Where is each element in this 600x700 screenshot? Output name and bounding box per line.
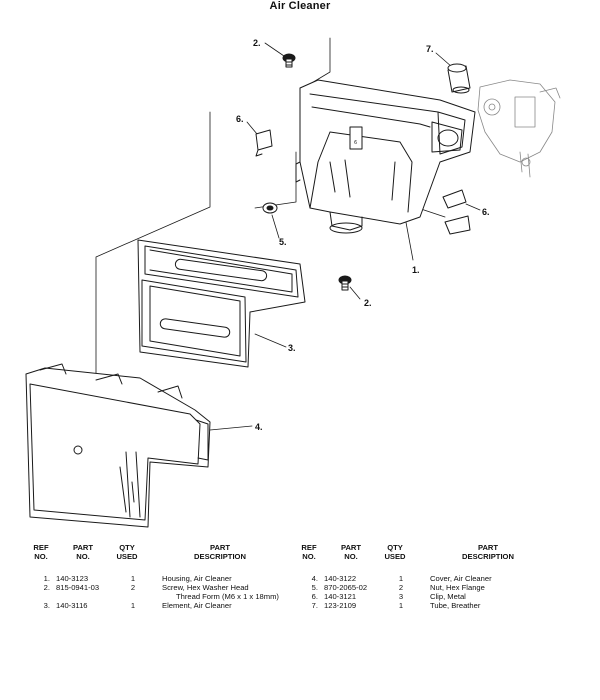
part-description: Element, Air Cleaner	[162, 601, 232, 610]
qty-used: 3	[398, 592, 404, 601]
part-description: Housing, Air Cleaner	[162, 574, 232, 583]
header-ref: REF	[301, 543, 317, 552]
table-row: 6. 140-3121 3 Clip, Metal	[296, 592, 566, 601]
header-desc: PART	[477, 543, 499, 552]
metal-clip-right	[442, 189, 471, 235]
svg-text:6: 6	[354, 140, 357, 146]
table-row: 3. 140-3116 1 Element, Air Cleaner	[28, 601, 298, 610]
qty-used: 1	[130, 601, 136, 610]
part-no: 140-3123	[56, 574, 89, 583]
table-row: 7. 123-2109 1 Tube, Breather	[296, 601, 566, 610]
table-row: Thread Form (M6 x 1 x 18mm)	[28, 592, 298, 601]
callout-5: 5.	[279, 237, 287, 247]
header-qty: QTY	[119, 543, 135, 552]
table-row: 2. 815-0941-03 2 Screw, Hex Washer Head	[28, 583, 298, 592]
breather-tube	[447, 63, 471, 94]
callout-2-top: 2.	[253, 38, 261, 48]
qty-used: 2	[130, 583, 136, 592]
ref-no: 7.	[311, 601, 318, 610]
table-row: 5. 870-2065-02 2 Nut, Hex Flange	[296, 583, 566, 592]
part-no: 123-2109	[324, 601, 357, 610]
part-no: 140-3116	[56, 601, 88, 610]
ref-no: 3.	[43, 601, 50, 610]
part-description: Tube, Breather	[430, 601, 481, 610]
air-cleaner-housing: 6	[295, 79, 476, 234]
air-cleaner-cover	[25, 363, 211, 528]
header-desc: PART	[209, 543, 231, 552]
header-desc-description: DESCRIPTION	[462, 552, 514, 561]
hex-nut	[262, 202, 278, 214]
callout-1: 1.	[412, 265, 420, 275]
part-description: Clip, Metal	[430, 592, 466, 601]
part-description: Thread Form (M6 x 1 x 18mm)	[176, 592, 279, 601]
ref-no: 1.	[43, 574, 50, 583]
callout-6-right: 6.	[482, 207, 490, 217]
ref-no	[28, 592, 54, 601]
qty-used: 1	[398, 601, 404, 610]
part-description: Screw, Hex Washer Head	[162, 583, 249, 592]
part-no: 140-3121	[324, 592, 357, 601]
part-description: Nut, Hex Flange	[430, 583, 485, 592]
screw-bottom	[338, 275, 352, 291]
part-no: 815-0941-03	[56, 583, 100, 592]
header-qty: QTY	[387, 543, 403, 552]
page-title: Air Cleaner	[269, 0, 331, 12]
screw-top	[282, 53, 296, 68]
callout-labels: 2. 7. 6. 5. 1. 2. 6. 3. 4.	[236, 38, 490, 432]
header-part-no: NO.	[76, 552, 90, 561]
header-ref: REF	[33, 543, 49, 552]
header-qty-used: USED	[384, 552, 406, 561]
qty-used	[118, 592, 148, 601]
qty-used: 1	[398, 574, 404, 583]
callout-2-bottom: 2.	[364, 298, 372, 308]
callout-3: 3.	[288, 343, 296, 353]
part-no: 870-2065-02	[324, 583, 368, 592]
part-no: 140-3122	[324, 574, 357, 583]
ref-no: 4.	[311, 574, 318, 583]
metal-clip-left	[255, 129, 273, 157]
callout-4: 4.	[255, 422, 263, 432]
part-no	[54, 592, 118, 601]
qty-used: 1	[130, 574, 136, 583]
callout-6-left: 6.	[236, 114, 244, 124]
ref-no: 6.	[311, 592, 318, 601]
header-desc-description: DESCRIPTION	[194, 552, 246, 561]
ref-no: 2.	[43, 583, 50, 592]
air-cleaner-element	[137, 239, 306, 368]
header-ref-no: NO.	[34, 552, 48, 561]
part-description: Cover, Air Cleaner	[430, 574, 492, 583]
exploded-parts-diagram: 6	[25, 37, 561, 528]
table-row: 1. 140-3123 1 Housing, Air Cleaner	[28, 574, 298, 583]
qty-used: 2	[398, 583, 404, 592]
header-part-no: NO.	[344, 552, 358, 561]
header-part: PART	[72, 543, 94, 552]
callout-7: 7.	[426, 44, 434, 54]
header-part: PART	[340, 543, 362, 552]
table-row: 4. 140-3122 1 Cover, Air Cleaner	[296, 574, 566, 583]
header-qty-used: USED	[116, 552, 138, 561]
ref-no: 5.	[311, 583, 318, 592]
carburetor	[477, 79, 561, 178]
header-ref-no: NO.	[302, 552, 316, 561]
